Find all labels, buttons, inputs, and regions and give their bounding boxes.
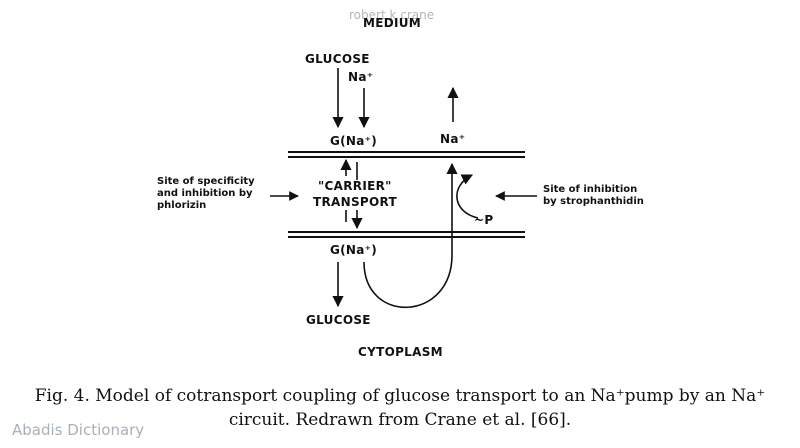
sodium-circuit-loop [363, 162, 458, 309]
right-note: Site of inhibition by strophanthidin [543, 184, 644, 208]
cytoplasm-label: CYTOPLASM [358, 345, 443, 359]
carrier-label-line2: TRANSPORT [313, 195, 397, 209]
outer-membrane [288, 151, 525, 158]
medium-label: MEDIUM [363, 16, 422, 30]
glucose-bottom-label: GLUCOSE [306, 313, 371, 327]
left-note-line: and inhibition by [157, 188, 253, 199]
sodium-top-label: Na⁺ [348, 70, 374, 84]
glucose-top-label: GLUCOSE [305, 52, 370, 66]
atp-label: ~P [474, 213, 494, 227]
carrier-label-line1: "CARRIER" [318, 179, 392, 193]
watermark-bottom: Abadis Dictionary [12, 421, 145, 439]
left-note: Site of specificity and inhibition by ph… [157, 176, 255, 212]
caption-line2: circuit. Redrawn from Crane et al. [66]. [228, 410, 572, 430]
caption-line1: Fig. 4. Model of cotransport coupling of… [34, 386, 766, 406]
right-note-line: by strophanthidin [543, 196, 644, 207]
left-note-line: Site of specificity [157, 176, 255, 187]
sodium-pump-label: Na⁺ [440, 132, 466, 146]
inner-membrane [288, 231, 525, 238]
g-na-top-label: G(Na⁺) [330, 134, 378, 148]
right-note-line: Site of inhibition [543, 184, 638, 195]
atp-curve-arrow [456, 174, 479, 219]
figure-caption: Fig. 4. Model of cotransport coupling of… [0, 384, 800, 432]
g-na-bottom-label: G(Na⁺) [330, 243, 378, 257]
watermark-top: robert k crane [349, 8, 435, 22]
left-note-line: phlorizin [157, 200, 207, 211]
